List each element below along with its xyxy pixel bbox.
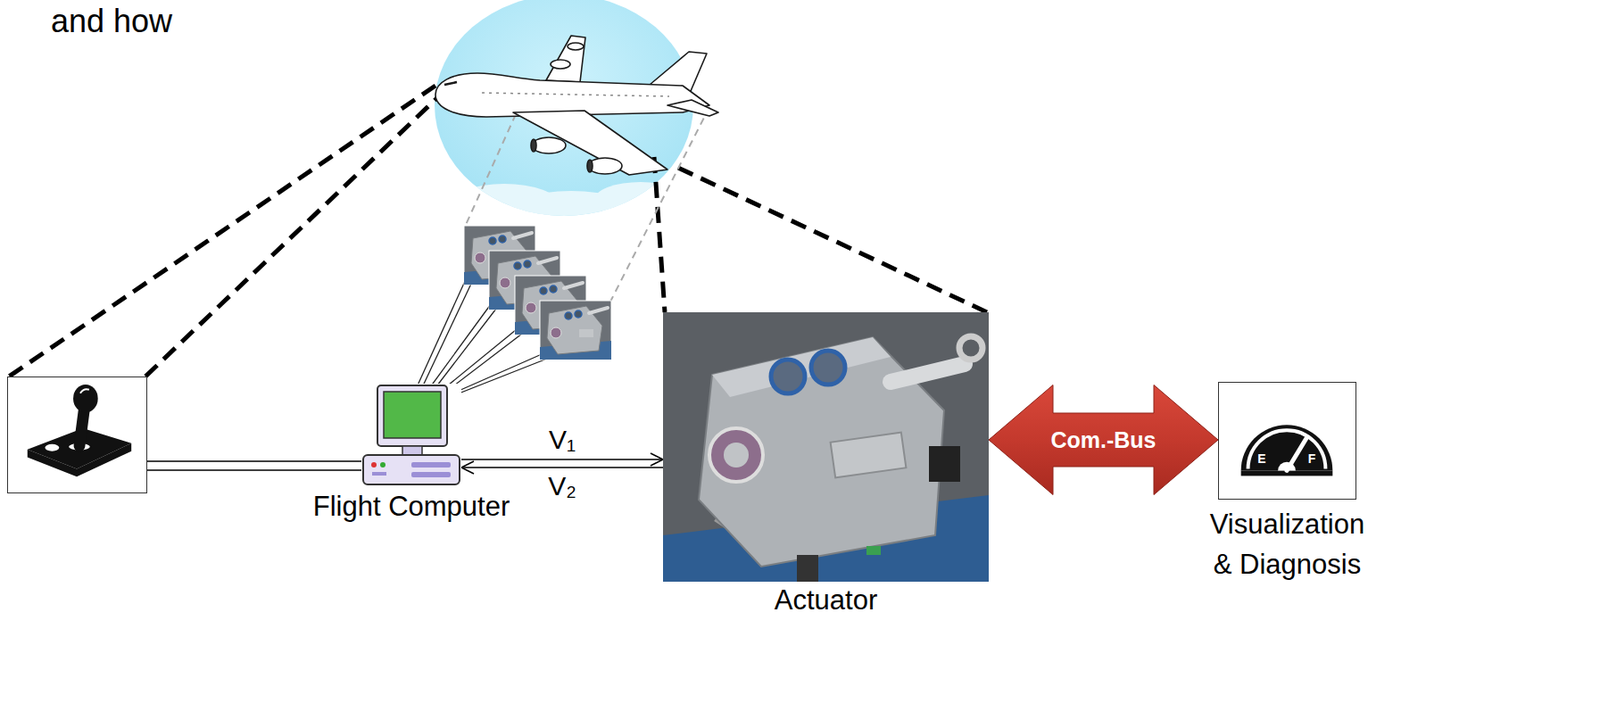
signal-label: V₂ [546, 471, 579, 503]
actuator-photo-part [928, 446, 961, 482]
actuator-photo-part [723, 442, 749, 468]
zoom-lines-part [8, 85, 436, 377]
computer-icon-part [372, 472, 387, 476]
bus-arrow-shape [988, 385, 1219, 496]
actuator-photo-part [796, 555, 819, 582]
connector-line [461, 466, 664, 469]
airplane-part [513, 110, 668, 175]
clouds-part [594, 182, 688, 218]
actuator-photo-part [709, 428, 763, 482]
gauge-letter: E [1257, 452, 1266, 466]
zoom-lines-part [654, 157, 665, 313]
joystick-box [7, 376, 148, 494]
actuator-photo [663, 312, 989, 582]
connector-line [147, 460, 362, 463]
airplane-part [567, 42, 584, 50]
airplane-part [444, 82, 457, 85]
computer-icon-part [380, 462, 386, 468]
gauge-letter: F [1308, 452, 1317, 466]
airplane-part [588, 157, 622, 175]
actuator-photo-part [890, 364, 965, 382]
airplane [435, 35, 719, 175]
signal-label: V₁ [547, 424, 578, 456]
sensor-wires-part [417, 283, 472, 398]
com-bus-arrow [988, 385, 1219, 496]
flight-computer: Flight Computer [361, 383, 462, 487]
actuator-photo-part [830, 432, 907, 479]
zoom-lines-part [678, 167, 987, 313]
joystick-icon-part [73, 384, 99, 414]
node-label: Visualization & Diagnosis [1210, 504, 1365, 585]
gauge-icon-part [1277, 462, 1296, 472]
connector-line [147, 469, 362, 472]
computer-icon-part [371, 462, 377, 468]
actuator-photo-part [811, 350, 846, 385]
actuator-photo-part [712, 337, 891, 398]
joystick-icon-part [27, 449, 77, 478]
sensor-wires-part [412, 279, 466, 398]
airplane-part [587, 159, 593, 173]
sensor-wires-part [449, 358, 548, 398]
grey-zoom-lines-part [610, 107, 710, 302]
bus-label: Com.-Bus [1050, 427, 1156, 454]
joystick-icon [8, 377, 147, 493]
computer-icon [361, 383, 462, 487]
arrow-head [650, 453, 664, 466]
connector-line [461, 458, 664, 461]
actuator-photo-part [663, 312, 989, 582]
actuator-photo-part [866, 546, 881, 556]
airplane-part [531, 137, 566, 154]
airplane-part [481, 92, 670, 97]
computer-icon-part [377, 385, 448, 447]
computer-icon-part [402, 446, 423, 456]
signal-arrow [461, 453, 664, 466]
node-label: Flight Computer [313, 489, 511, 525]
grey-zoom-lines-part [464, 114, 516, 227]
joystick-icon-part [44, 444, 59, 452]
computer-icon-part [411, 472, 451, 478]
airplane-part [667, 99, 719, 117]
computer-icon-part [383, 391, 441, 439]
gauge-icon [1218, 382, 1356, 499]
zoom-lines-part [145, 89, 447, 377]
airplane-part [546, 35, 586, 83]
node-label: Actuator [774, 583, 878, 619]
heading-fragment: and how [50, 3, 173, 40]
visualization-box: Visualization & Diagnosis [1218, 381, 1357, 500]
actuator-thumbnail [539, 300, 612, 360]
computer-icon-part [363, 455, 460, 485]
joystick-icon-part [80, 389, 90, 393]
gauge-icon-part [1241, 424, 1334, 471]
computer-icon-part [411, 462, 451, 468]
control-link [147, 461, 362, 471]
airplane-part [530, 139, 537, 152]
airplane-part [550, 59, 571, 69]
arrow-head [461, 461, 474, 474]
actuator-photo-part [770, 359, 805, 394]
actuator-photo-part [959, 336, 983, 360]
actuator: Actuator [663, 312, 989, 582]
